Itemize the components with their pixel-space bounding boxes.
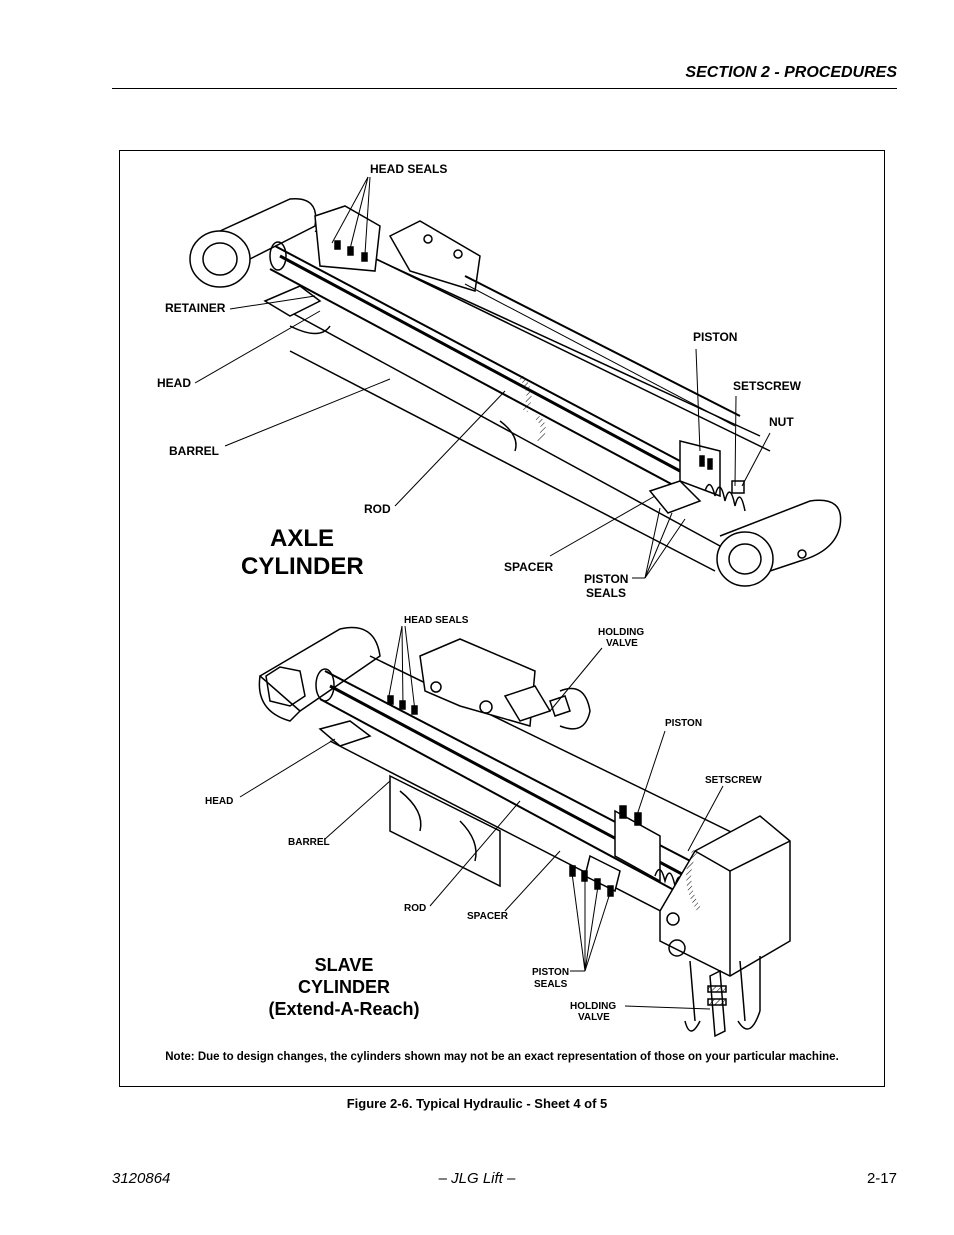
slave-holding-valve-bottom-label-line2: VALVE bbox=[578, 1012, 610, 1023]
axle-setscrew-label: SETSCREW bbox=[733, 379, 802, 393]
slave-setscrew-label: SETSCREW bbox=[705, 775, 762, 786]
slave-holding-valve-bottom-label-line1: HOLDING bbox=[570, 1001, 616, 1012]
axle-title-line2: CYLINDER bbox=[241, 553, 364, 580]
slave-title-line3: (Extend-A-Reach) bbox=[268, 999, 419, 1019]
slave-holding-valve-top-label-line2: VALVE bbox=[606, 638, 638, 649]
slave-barrel-label: BARREL bbox=[288, 837, 330, 848]
axle-head-seals-label: HEAD SEALS bbox=[370, 162, 447, 176]
axle-barrel-label: BARREL bbox=[169, 444, 219, 458]
figure-box: HEAD SEALS RETAINER HEAD BARREL ROD PIST… bbox=[119, 150, 885, 1087]
slave-holding-valve-top-label-line1: HOLDING bbox=[598, 627, 644, 638]
cylinder-illustration: HEAD SEALS RETAINER HEAD BARREL ROD PIST… bbox=[157, 162, 842, 1038]
axle-piston-label: PISTON bbox=[693, 330, 737, 344]
figure-caption: Figure 2-6. Typical Hydraulic - Sheet 4 … bbox=[346, 1096, 608, 1111]
axle-nut-label: NUT bbox=[769, 415, 794, 429]
slave-leader-lines bbox=[239, 625, 724, 1010]
slave-head-seals-label: HEAD SEALS bbox=[404, 615, 469, 626]
axle-leader-lines bbox=[194, 176, 771, 579]
axle-piston-seals-label-line1: PISTON bbox=[584, 572, 628, 586]
axle-rod-label: ROD bbox=[364, 502, 391, 516]
slave-spacer-label: SPACER bbox=[467, 911, 509, 922]
header-rule bbox=[112, 88, 897, 89]
section-title: SECTION 2 - PROCEDURES bbox=[685, 64, 897, 81]
slave-piston-label: PISTON bbox=[665, 718, 702, 729]
footer-doc-number: 3120864 bbox=[112, 1170, 171, 1187]
slave-piston-seals-label-line2: SEALS bbox=[534, 979, 568, 990]
footer-publisher: – JLG Lift – bbox=[438, 1170, 516, 1187]
axle-head-label: HEAD bbox=[157, 376, 191, 390]
slave-rod-label: ROD bbox=[404, 903, 426, 914]
slave-title-line1: SLAVE bbox=[315, 955, 374, 975]
slave-title-line2: CYLINDER bbox=[298, 977, 390, 997]
footer-page-number: 2-17 bbox=[866, 1170, 897, 1187]
axle-spacer-label: SPACER bbox=[504, 560, 553, 574]
axle-piston-seals-label-line2: SEALS bbox=[586, 586, 626, 600]
figure-note: Note: Due to design changes, the cylinde… bbox=[165, 1051, 839, 1063]
slave-head-label: HEAD bbox=[205, 796, 233, 807]
axle-retainer-label: RETAINER bbox=[165, 301, 226, 315]
slave-cylinder-drawing bbox=[258, 626, 791, 1038]
slave-piston-seals-label-line1: PISTON bbox=[532, 967, 569, 978]
axle-cylinder-drawing bbox=[189, 198, 842, 587]
axle-title-line1: AXLE bbox=[270, 525, 334, 552]
